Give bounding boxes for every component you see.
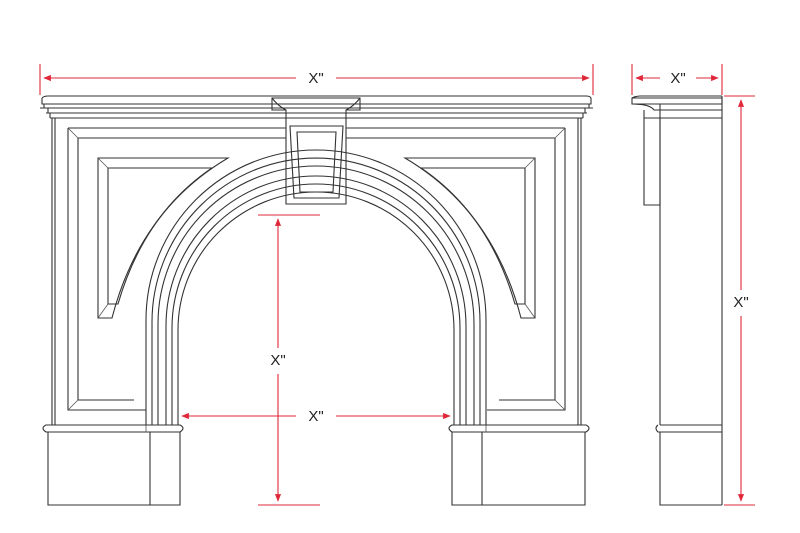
frame-body (51, 118, 582, 425)
plinth-bead (42, 424, 590, 433)
front-elevation (40, 95, 593, 506)
dimension-lines (39, 64, 755, 506)
left-panel (67, 127, 286, 411)
plinth-blocks (47, 432, 586, 506)
arch-moldings (145, 149, 487, 425)
overall-width-label: X" (308, 70, 323, 87)
mantel-shelf (40, 95, 593, 119)
side-height-label: X" (733, 294, 748, 311)
opening-width-label: X" (308, 408, 323, 425)
keystone (271, 97, 361, 205)
side-depth-label: X" (670, 70, 685, 87)
right-panel (346, 127, 566, 411)
opening-height-label: X" (270, 352, 285, 369)
side-elevation (631, 95, 723, 506)
